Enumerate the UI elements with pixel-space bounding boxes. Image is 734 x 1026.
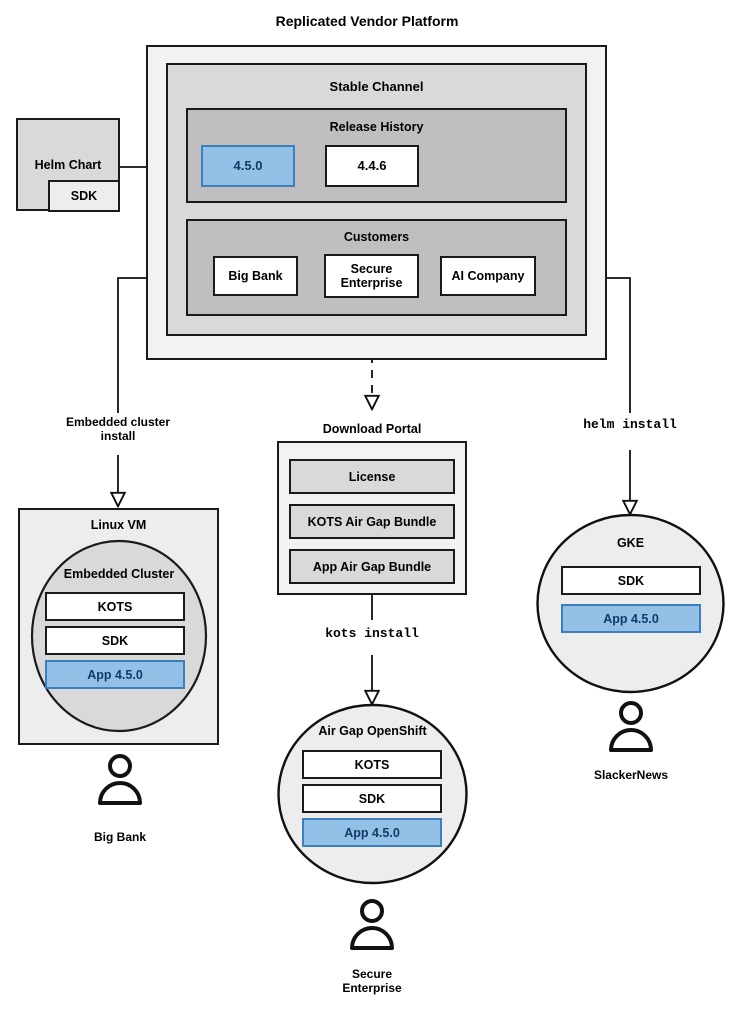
caption-embedded-cluster-install: Embedded cluster install	[65, 415, 171, 444]
embedded-cluster-title: Embedded Cluster	[63, 567, 175, 581]
caption-kots-install: kots install	[325, 626, 419, 641]
linux-vm-component-app[interactable]: App 4.5.0	[45, 660, 185, 689]
gke-ellipse	[536, 513, 725, 694]
caption-helm-install: helm install	[583, 417, 677, 432]
helm-chart-sdk-box[interactable]: SDK	[48, 180, 120, 212]
linux-vm-title: Linux VM	[90, 518, 147, 532]
page-title: Replicated Vendor Platform	[275, 13, 459, 29]
gke-component-sdk[interactable]: SDK	[561, 566, 701, 595]
customers-title: Customers	[343, 230, 410, 244]
download-portal-title: Download Portal	[322, 422, 422, 436]
customer-card-big-bank[interactable]: Big Bank	[213, 256, 298, 296]
openshift-component-app[interactable]: App 4.5.0	[302, 818, 442, 847]
linux-vm-component-sdk[interactable]: SDK	[45, 626, 185, 655]
persona-label-secure-enterprise: Secure Enterprise	[342, 967, 402, 996]
person-icon-big-bank	[98, 754, 142, 805]
persona-label-big-bank: Big Bank	[93, 830, 146, 844]
gke-title: GKE	[616, 536, 645, 550]
linux-vm-component-kots[interactable]: KOTS	[45, 592, 185, 621]
stable-channel-title: Stable Channel	[329, 79, 424, 94]
portal-artifact-app-air-gap-bundle[interactable]: App Air Gap Bundle	[289, 549, 455, 584]
customer-card-secure-enterprise[interactable]: Secure Enterprise	[324, 254, 419, 298]
release-card-4-5-0[interactable]: 4.5.0	[201, 145, 295, 187]
persona-label-slackernews: SlackerNews	[593, 768, 669, 782]
gke-component-app[interactable]: App 4.5.0	[561, 604, 701, 633]
person-icon-secure-enterprise	[350, 899, 394, 950]
air-gap-openshift-title: Air Gap OpenShift	[318, 724, 427, 738]
portal-artifact-license[interactable]: License	[289, 459, 455, 494]
openshift-component-kots[interactable]: KOTS	[302, 750, 442, 779]
person-icon-slackernews	[609, 701, 653, 752]
customer-card-ai-company[interactable]: AI Company	[440, 256, 536, 296]
release-card-4-4-6[interactable]: 4.4.6	[325, 145, 419, 187]
portal-artifact-kots-air-gap-bundle[interactable]: KOTS Air Gap Bundle	[289, 504, 455, 539]
openshift-component-sdk[interactable]: SDK	[302, 784, 442, 813]
release-history-title: Release History	[329, 120, 424, 134]
